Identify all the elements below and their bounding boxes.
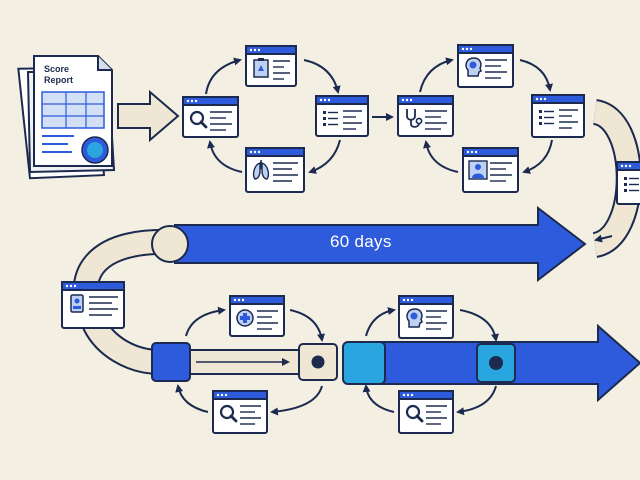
browser-window-loop1-top — [245, 45, 297, 87]
seal-icon — [81, 136, 109, 164]
loop-arrow — [205, 57, 242, 95]
loop-arrow — [289, 309, 325, 342]
return-arrow — [594, 234, 613, 243]
list-icon — [624, 177, 639, 192]
list-icon — [323, 111, 338, 126]
browser-window-loop2-right — [531, 94, 585, 138]
lungs-icon — [252, 160, 270, 180]
loop-arrow — [308, 139, 341, 174]
browser-window-left-window — [61, 281, 125, 329]
loop-arrow — [185, 306, 226, 337]
browser-windows — [61, 44, 640, 434]
loop-arrow — [207, 140, 243, 173]
loop-arrow — [362, 384, 395, 413]
stethoscope-icon — [406, 109, 423, 128]
sixty-day-arrow — [174, 205, 587, 283]
loop-arrow — [175, 384, 209, 413]
loop-arrow — [419, 57, 454, 93]
loop-arrow — [519, 59, 553, 92]
loop-arrow — [365, 307, 396, 337]
score-report-document — [17, 55, 116, 180]
browser-window-loop1-left — [182, 96, 239, 138]
intake-arrow — [117, 89, 180, 143]
medical-cross-icon — [236, 309, 254, 327]
loop-arrow — [456, 385, 497, 416]
browser-window-connector-window — [616, 161, 640, 205]
loop-arrow — [459, 309, 499, 342]
head-icon — [406, 308, 423, 328]
loop-arrow — [303, 59, 341, 94]
clipboard-icon — [253, 58, 269, 78]
browser-window-loop3-top — [229, 295, 285, 337]
loop-arrow — [270, 385, 323, 416]
loop-arrows — [175, 57, 613, 416]
magnifier-icon — [405, 404, 424, 423]
browser-window-loop1-bottom — [245, 147, 305, 193]
badge-icon — [70, 294, 84, 313]
browser-window-loop2-top — [457, 44, 514, 88]
browser-window-loop1-right — [315, 95, 369, 137]
list-icon — [539, 110, 554, 125]
browser-window-loop2-bottom — [462, 147, 519, 193]
magnifier-icon — [219, 404, 238, 423]
loop-arrow — [423, 140, 459, 173]
loop-arrow — [522, 139, 553, 174]
track-node-milestone — [342, 341, 386, 385]
track-node-start — [151, 342, 191, 382]
head-icon — [465, 57, 482, 77]
person-scan-icon — [468, 160, 488, 180]
browser-window-loop4-top — [398, 295, 454, 339]
browser-window-loop3-bottom — [212, 390, 268, 434]
timeline-start-node — [151, 225, 189, 263]
browser-window-loop4-bottom — [398, 390, 454, 434]
magnifier-icon — [189, 110, 208, 129]
browser-window-loop2-left — [397, 95, 454, 137]
